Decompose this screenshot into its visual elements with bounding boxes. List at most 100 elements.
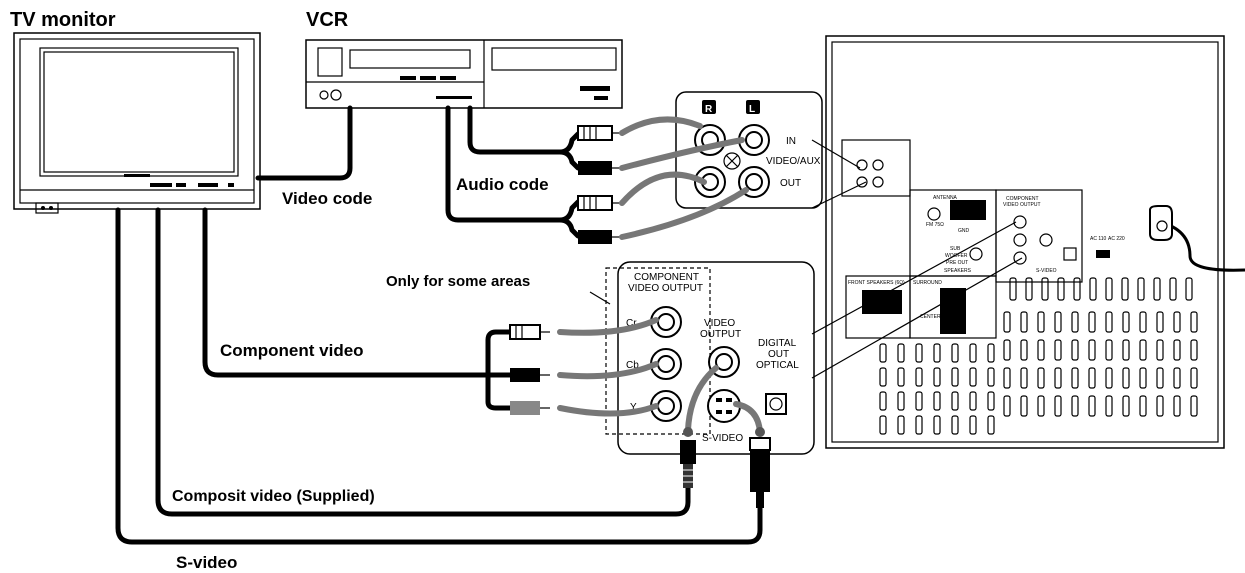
vent-slot — [1139, 339, 1147, 361]
vent-slot — [1088, 339, 1096, 361]
s-video-cable — [115, 207, 763, 545]
vent-slot — [987, 415, 995, 435]
vent-slot — [933, 391, 941, 411]
vent-slot — [897, 391, 905, 411]
ac110-label: AC 110 — [1090, 236, 1107, 242]
center-label: CENTER — [920, 314, 941, 320]
vent-slot — [1105, 311, 1113, 333]
cr-label: Cr — [626, 318, 637, 329]
rca-plugs-component — [509, 324, 550, 415]
vent-slot — [1089, 277, 1097, 301]
vent-slot — [1054, 395, 1062, 417]
vent-slot — [1153, 277, 1161, 301]
video-output-label-1: VIDEO — [704, 318, 735, 329]
vent-slot — [1156, 367, 1164, 389]
vent-slot — [1073, 277, 1081, 301]
vent-slot — [951, 415, 959, 435]
tv-monitor-label: TV monitor — [10, 9, 116, 31]
vent-slot — [987, 343, 995, 363]
vent-slot — [1003, 311, 1011, 333]
vent-slot — [1071, 395, 1079, 417]
vent-slot — [933, 415, 941, 435]
vent-slot — [915, 415, 923, 435]
vent-slot — [897, 415, 905, 435]
video-code-cable — [255, 105, 353, 181]
vent-slot — [1003, 339, 1011, 361]
composite-plug — [680, 427, 696, 488]
vent-slot — [1105, 277, 1113, 301]
main-unit-rear — [825, 35, 1225, 449]
vent-slot — [1156, 339, 1164, 361]
vent-slot — [933, 367, 941, 387]
vent-slot — [1139, 311, 1147, 333]
surround-label: SURROUND — [913, 280, 942, 286]
vent-slot — [1122, 367, 1130, 389]
vent-slot — [1054, 311, 1062, 333]
audio-cable-top — [467, 105, 563, 155]
vent-slot — [879, 415, 887, 435]
vent-slot — [1185, 277, 1193, 301]
vent-slot — [1156, 311, 1164, 333]
digital-label-2: OUT — [768, 349, 789, 360]
vent-slot — [1121, 277, 1129, 301]
power-plug — [1149, 205, 1173, 241]
vent-slot — [897, 343, 905, 363]
vent-slot — [1003, 395, 1011, 417]
vent-slot — [1105, 395, 1113, 417]
rear-s-video-label: S-VIDEO — [1036, 268, 1057, 274]
composit-video-label: Composit video (Supplied) — [172, 488, 375, 505]
vent-slot — [969, 367, 977, 387]
vent-slot — [1156, 395, 1164, 417]
vent-slot — [1190, 339, 1198, 361]
vent-slot — [987, 367, 995, 387]
power-cord — [1159, 220, 1245, 272]
tv-monitor — [13, 32, 261, 214]
sub-label-3: PRE OUT — [946, 260, 968, 266]
vent-slot — [1020, 367, 1028, 389]
vcr-label: VCR — [306, 9, 349, 31]
vcr-deck — [305, 39, 623, 109]
component-title-2: VIDEO OUTPUT — [628, 283, 703, 294]
component-cable — [202, 207, 491, 378]
vent-slot — [1057, 277, 1065, 301]
vent-slot — [1173, 395, 1181, 417]
composite-cable — [155, 207, 691, 517]
fm75-label: FM 75Ω — [926, 222, 944, 228]
audio-panel — [675, 91, 823, 209]
audio-code-label: Audio code — [456, 175, 549, 194]
vent-slot — [1003, 367, 1011, 389]
s-video-label: S-video — [176, 553, 237, 572]
vent-slot — [879, 391, 887, 411]
leader-video — [811, 221, 1017, 335]
vent-slot — [1169, 277, 1177, 301]
vent-slot — [1122, 395, 1130, 417]
vent-slot — [897, 367, 905, 387]
rca-plugs-audio — [577, 125, 622, 244]
ventilation-slots — [879, 277, 1198, 435]
video-output-label-2: OUTPUT — [700, 329, 741, 340]
front-speakers-label: FRONT SPEAKERS (6Ω) — [848, 280, 905, 286]
sub-label-1: SUB — [950, 246, 961, 252]
video-code-label: Video code — [282, 189, 372, 208]
vent-slot — [1105, 339, 1113, 361]
y-label: Y — [630, 402, 637, 413]
vent-slot — [1190, 311, 1198, 333]
vent-slot — [1054, 367, 1062, 389]
vent-slot — [1071, 367, 1079, 389]
vent-slot — [1088, 367, 1096, 389]
component-video-label: Component video — [220, 341, 364, 360]
video-aux-label: VIDEO/AUX — [766, 156, 821, 167]
speakers-label: SPEAKERS — [944, 268, 972, 274]
vent-slot — [987, 391, 995, 411]
vent-slot — [1173, 367, 1181, 389]
vent-slot — [1071, 311, 1079, 333]
vent-slot — [1190, 367, 1198, 389]
vent-slot — [1020, 395, 1028, 417]
vent-slot — [915, 391, 923, 411]
vent-slot — [1071, 339, 1079, 361]
right-badge: R — [705, 104, 713, 115]
vent-slot — [1088, 395, 1096, 417]
vent-slot — [1190, 395, 1198, 417]
